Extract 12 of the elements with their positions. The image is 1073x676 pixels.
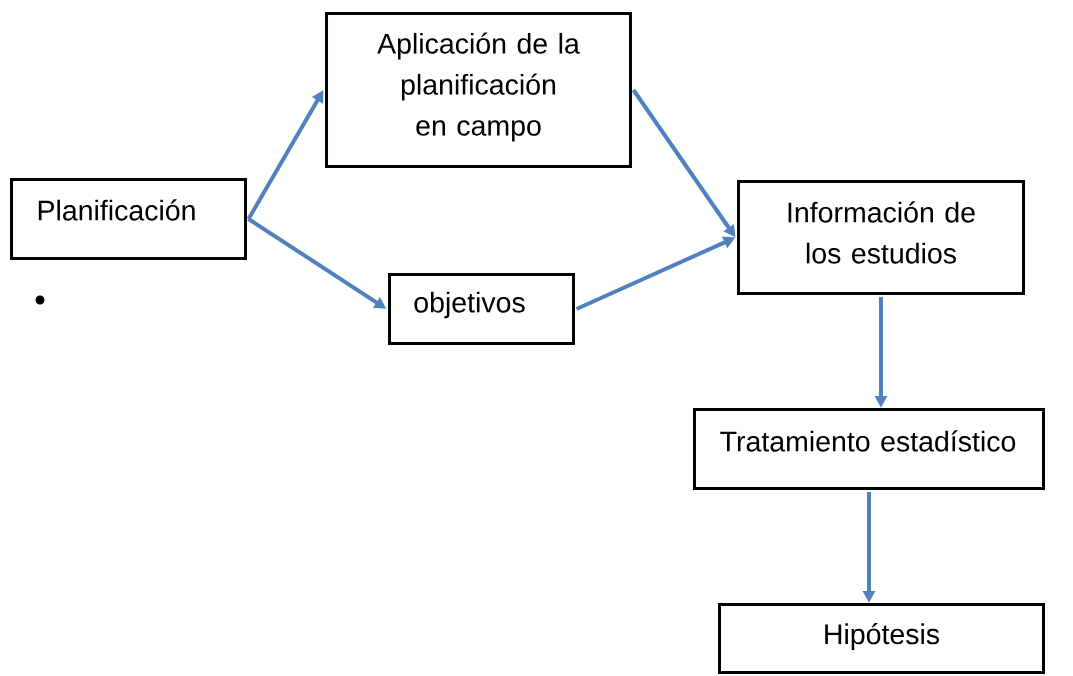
box-label: objetivos (414, 291, 525, 319)
process-box (718, 603, 1045, 674)
box-label: Información de los estudios (788, 201, 975, 264)
box-label: Aplicación de la planificación en campo (377, 32, 580, 142)
process-box (388, 273, 575, 345)
process-box (737, 180, 1025, 295)
process-box (693, 408, 1045, 490)
box-label: Hipótesis (825, 623, 940, 650)
process-box (10, 178, 247, 260)
process-box (325, 12, 632, 168)
box-label: Planificación (38, 199, 195, 221)
box-label: Tratamiento estadístico (720, 430, 1016, 452)
